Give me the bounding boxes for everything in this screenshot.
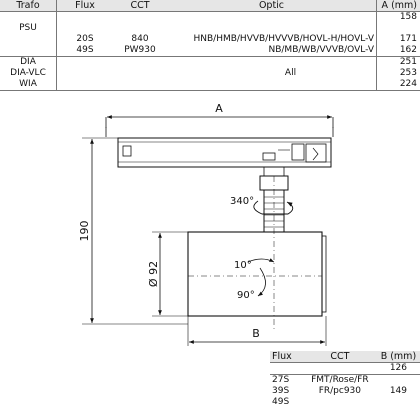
dimension-diameter-label: Ø 92 — [147, 261, 160, 287]
cell-optic — [167, 23, 377, 34]
cell-b: 149 — [389, 386, 408, 396]
cell-a: 251 — [399, 57, 417, 67]
dimension-height-label: 190 — [78, 221, 91, 242]
cell-cct: PW930 — [113, 45, 167, 57]
table-row: 126 — [270, 362, 420, 375]
table-row: 49S PW930 NB/MB/WB/VVVB/OVL-V 162 — [0, 45, 420, 57]
cell-a: 162 — [376, 45, 420, 57]
dimension-diameter: Ø 92 — [147, 231, 188, 317]
dimension-table-b: Flux CCT B (mm) 126 27S FMT/Rose/FR 39S … — [270, 351, 420, 408]
cell-flux — [270, 362, 303, 375]
cell-cct: FR/pc930 — [318, 386, 362, 396]
rotation-indicator: 340° — [230, 196, 294, 215]
spotlight-head — [187, 176, 327, 330]
cell-trafo — [0, 45, 57, 57]
cell-optic: NB/MB/WB/VVVB/OVL-V — [167, 45, 377, 57]
table-row: 27S FMT/Rose/FR — [270, 375, 420, 387]
cell-cct — [302, 362, 377, 375]
cell-cct — [303, 397, 377, 408]
dimension-table-a: Trafo Flux CCT Optic A (mm) 158 PSU 20S … — [0, 0, 420, 91]
dimension-a: A — [105, 102, 334, 137]
dimension-b: B — [187, 316, 327, 346]
cell-optic — [167, 11, 377, 23]
cell-optic: HNB/HMB/HVVB/HVVVB/HOVL-H/HOVL-V — [167, 34, 377, 45]
cell-trafo — [0, 11, 57, 23]
cell-trafo: DIA — [0, 56, 57, 68]
cell-flux — [56, 79, 113, 91]
table-row: WIA 224 — [0, 79, 420, 91]
cell-flux: 27S — [272, 375, 290, 385]
cell-optic — [167, 56, 377, 68]
table-header-row: Trafo Flux CCT Optic A (mm) — [0, 0, 420, 12]
cell-a: 158 — [399, 12, 417, 22]
header-trafo: Trafo — [0, 0, 57, 12]
cell-optic — [167, 79, 377, 91]
header-flux: Flux — [270, 351, 303, 363]
header-cct: CCT — [113, 0, 167, 12]
table-row: 158 — [0, 11, 420, 23]
rotation-label: 340° — [230, 196, 254, 207]
header-b-mm: B (mm) — [376, 351, 420, 363]
cell-cct: 840 — [131, 34, 149, 44]
cell-cct — [113, 79, 167, 91]
cell-b — [377, 375, 420, 387]
dimension-height: 190 — [78, 137, 188, 325]
cell-flux: 49S — [56, 45, 113, 57]
track-adapter — [117, 137, 332, 177]
cell-trafo: DIA-VLC — [0, 68, 57, 79]
tilt-large-label: 90° — [237, 290, 255, 301]
cell-b — [377, 397, 420, 408]
cell-optic: All — [167, 68, 377, 79]
table-row: 20S 840 HNB/HMB/HVVB/HVVVB/HOVL-H/HOVL-V… — [0, 34, 420, 45]
cell-trafo — [0, 34, 57, 45]
tilt-indicator: 10° 90° — [234, 258, 275, 301]
table-row: DIA-VLC All 253 — [0, 68, 420, 79]
header-cct: CCT — [302, 351, 377, 363]
table-row: 49S — [270, 397, 420, 408]
table-row: DIA 251 — [0, 56, 420, 68]
header-a-mm: A (mm) — [376, 0, 420, 12]
table-header-row: Flux CCT B (mm) — [270, 351, 420, 363]
cell-trafo: WIA — [0, 79, 57, 91]
cell-trafo: PSU — [0, 23, 57, 34]
tilt-small-label: 10° — [234, 260, 252, 271]
cell-cct: FMT/Rose/FR — [311, 375, 369, 385]
table-row: 39S FR/pc930 149 — [270, 386, 420, 397]
cell-a: 253 — [399, 68, 417, 78]
cell-flux: 49S — [272, 397, 290, 407]
header-flux: Flux — [56, 0, 113, 12]
dimension-a-label: A — [215, 102, 223, 115]
cell-a: 171 — [399, 34, 417, 44]
header-optic: Optic — [167, 0, 377, 12]
dimension-b-label: B — [252, 327, 260, 340]
table-row: PSU — [0, 23, 420, 34]
cell-b: 126 — [376, 362, 420, 375]
cell-flux: 39S — [272, 386, 290, 396]
cell-a: 224 — [376, 79, 420, 91]
cell-flux: 20S — [76, 34, 94, 44]
